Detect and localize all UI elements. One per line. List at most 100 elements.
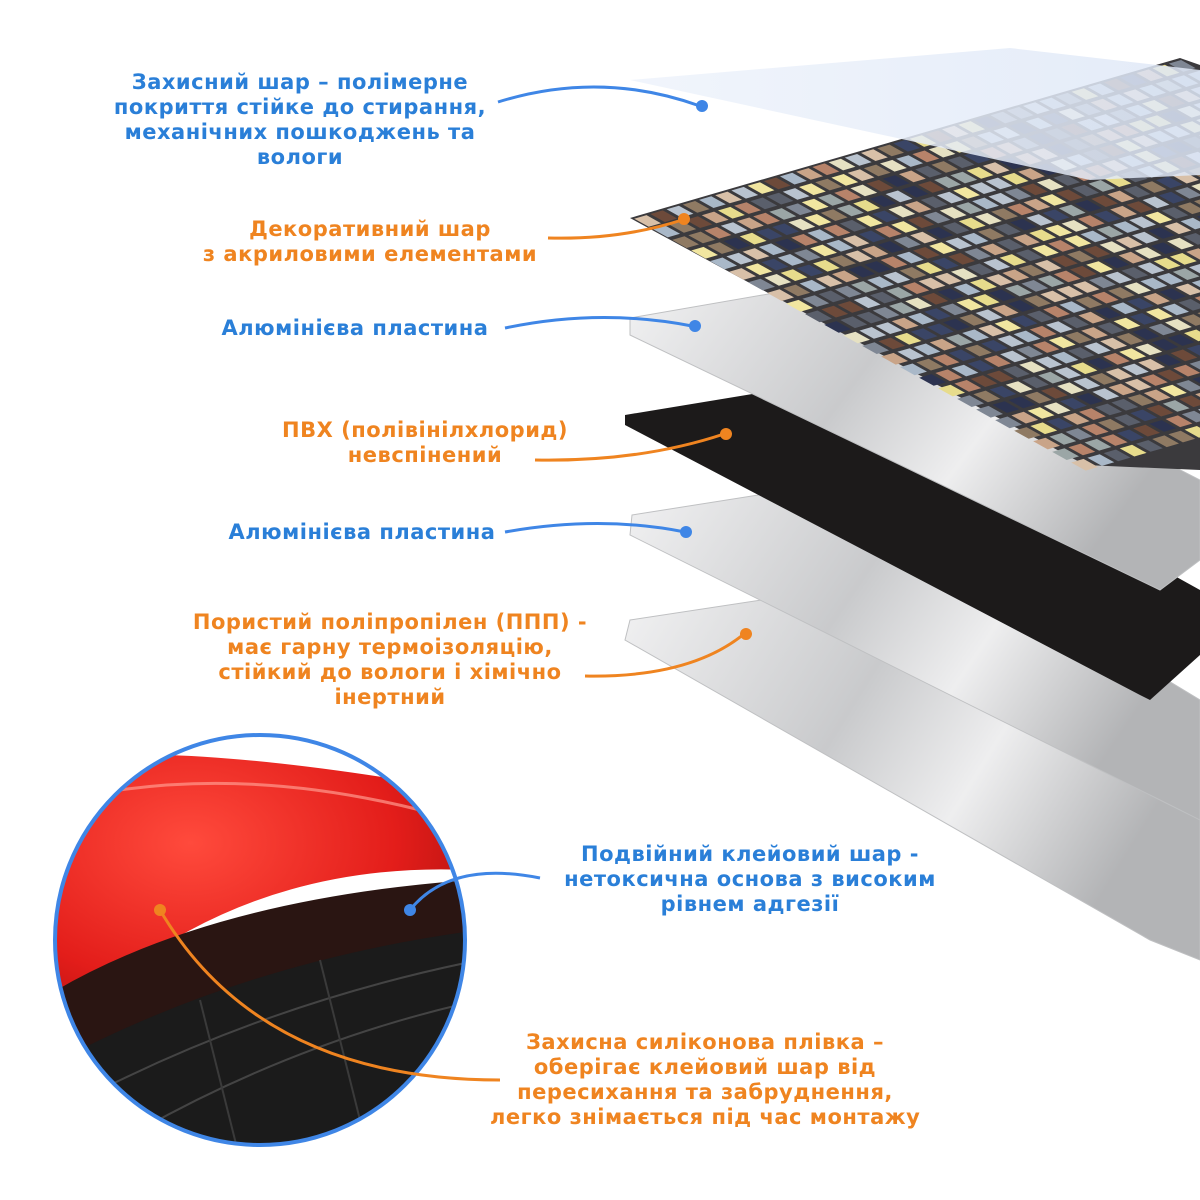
mosaic-tile: [1196, 215, 1200, 219]
leader-decorative: [547, 218, 683, 240]
mosaic-tile: [837, 301, 865, 313]
mosaic-tile: [1108, 287, 1135, 299]
mosaic-tile: [942, 222, 970, 234]
mosaic-tile: [947, 156, 975, 169]
mosaic-tile: [875, 322, 903, 334]
mosaic-tile: [723, 237, 751, 250]
mosaic-tile: [1021, 280, 1049, 292]
mosaic-tile: [964, 248, 992, 260]
mosaic-tile: [920, 196, 948, 209]
mosaic-tile: [913, 343, 941, 356]
label-line: інертний: [334, 685, 446, 709]
mosaic-tile: [858, 230, 886, 243]
mosaic-tile: [1192, 376, 1200, 384]
mosaic-tile: [1158, 191, 1186, 204]
mosaic-tile: [1072, 281, 1100, 293]
mosaic-tile: [715, 191, 742, 204]
mosaic-tile: [1086, 357, 1114, 370]
mosaic-tile: [886, 287, 913, 299]
mosaic-tile: [994, 223, 1021, 236]
mosaic-tile: [829, 255, 856, 267]
mosaic-tile: [1043, 305, 1070, 318]
label-line: рівнем адгезії: [660, 892, 840, 916]
mosaic-tile: [891, 317, 919, 330]
mosaic-tile: [731, 186, 759, 199]
mosaic-tile: [772, 223, 799, 236]
mosaic-tile: [1058, 204, 1086, 217]
mosaic-tile: [957, 395, 984, 407]
mosaic-tile: [688, 231, 716, 244]
mosaic-tile: [1129, 313, 1157, 325]
mosaic-tile: [861, 149, 888, 161]
mosaic-tile: [813, 259, 840, 272]
mosaic-tile: [1098, 418, 1125, 431]
mosaic-tile: [926, 227, 954, 239]
mosaic-tile: [907, 216, 935, 229]
mosaic-tile: [1189, 263, 1200, 274]
mosaic-tile: [1068, 443, 1096, 456]
mosaic-tile: [1033, 437, 1060, 450]
mosaic-tile: [939, 207, 967, 219]
mosaic-tile: [1124, 378, 1152, 391]
mosaic-tile: [1010, 315, 1038, 327]
leader-aluminium-bottom: [504, 522, 686, 534]
mosaic-tile: [1138, 358, 1165, 371]
mosaic-tile: [986, 274, 1013, 286]
mosaic-tile: [996, 238, 1024, 251]
mosaic-tile: [1127, 394, 1155, 406]
mosaic-tile: [915, 165, 942, 178]
mosaic-tile: [1119, 444, 1147, 457]
mosaic-tile: [1037, 275, 1065, 287]
mosaic-tile: [986, 370, 1014, 383]
mosaic-tile: [902, 282, 930, 294]
mosaic-tile: [653, 225, 680, 238]
mosaic-tile: [807, 229, 835, 241]
mosaic-tile: [1043, 402, 1071, 415]
mosaic-tile: [910, 231, 937, 244]
mosaic-tile: [1099, 241, 1127, 253]
mosaic-tile: [1167, 334, 1195, 346]
mosaic-tile: [1114, 414, 1141, 426]
mosaic-tile: [1091, 195, 1118, 207]
mosaic-tile: [1011, 411, 1039, 424]
leader-polypropylene: [584, 632, 745, 678]
mosaic-tile: [805, 310, 832, 323]
label-line: з акриловими елементами: [202, 242, 538, 266]
mosaic-tile: [1116, 333, 1144, 345]
mosaic-tile: [818, 290, 846, 303]
mosaic-tile: [753, 212, 780, 225]
mosaic-tile: [1110, 302, 1138, 315]
mosaic-tile: [1000, 350, 1027, 363]
mosaic-tile: [832, 270, 859, 283]
mosaic-tile: [896, 155, 923, 167]
label-line: Алюмінієва пластина: [228, 520, 496, 544]
mosaic-tile: [750, 197, 778, 210]
mosaic-tile: [1089, 373, 1117, 385]
mosaic-tile: [923, 211, 951, 224]
mosaic-tile: [978, 324, 1006, 337]
mosaic-tile: [794, 249, 821, 261]
mosaic-tile: [831, 174, 859, 186]
mosaic-tile: [1156, 176, 1183, 189]
mosaic-tile: [948, 349, 976, 362]
mosaic-tile: [1087, 454, 1115, 466]
mosaic-tile: [1067, 347, 1095, 359]
mosaic-tile: [1111, 398, 1139, 411]
mosaic-tile: [878, 337, 906, 350]
mosaic-tile: [818, 194, 845, 206]
mosaic-tile: [812, 163, 840, 176]
mosaic-tile: [1073, 377, 1101, 390]
mosaic-tile: [935, 369, 963, 382]
layer-stack: [624, 48, 1200, 961]
mosaic-tile: [1164, 222, 1192, 235]
mosaic-tile: [672, 236, 699, 248]
mosaic-tile: [843, 331, 870, 344]
mosaic-tile: [1136, 440, 1163, 452]
mosaic-tile: [1194, 199, 1200, 205]
mosaic-tile: [1005, 284, 1032, 297]
mosaic-tile: [912, 150, 940, 163]
mosaic-tile: [918, 277, 946, 290]
mosaic-tile: [1149, 420, 1177, 432]
label-line: Подвійний клейовий шар -: [581, 842, 919, 866]
mosaic-tile: [1141, 374, 1168, 386]
